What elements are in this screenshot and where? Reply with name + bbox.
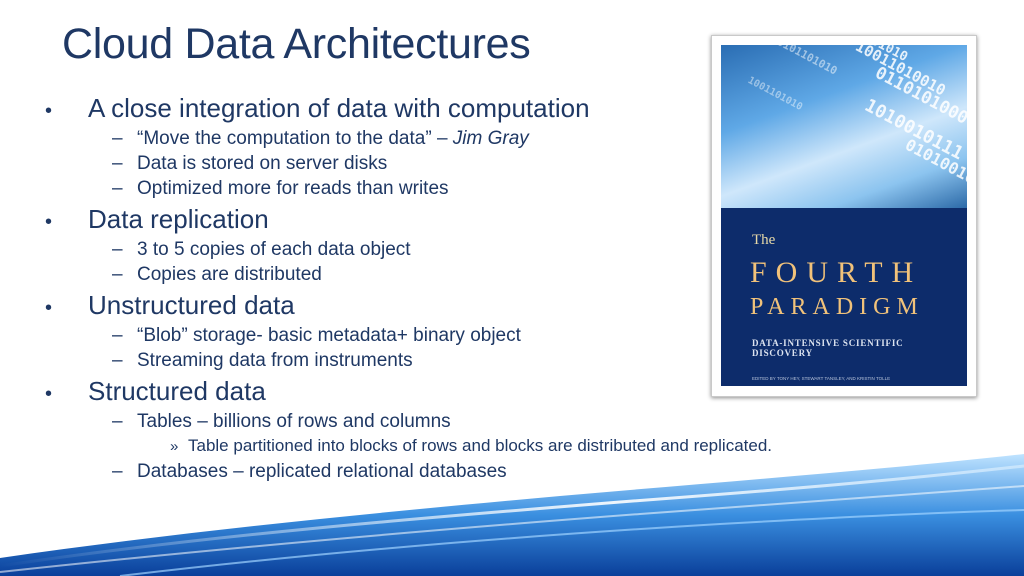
sub-bullet-text: Tables – billions of rows and columns	[137, 411, 451, 432]
sub-bullet-text: Copies are distributed	[137, 264, 322, 285]
binary-text: 1001101010	[745, 75, 805, 113]
bullet-text: Unstructured data	[88, 290, 295, 320]
bullet-text: Structured data	[88, 376, 266, 406]
sub-bullet-text: “Blob” storage- basic metadata+ binary o…	[137, 325, 521, 346]
sub-bullet-text: “Move the computation to the data” – Jim…	[137, 126, 529, 151]
sub-bullet-item: – Streaming data from instruments	[40, 348, 900, 373]
sub-bullet-marker: –	[112, 128, 123, 149]
sub-bullet-text: Databases – replicated relational databa…	[137, 461, 507, 482]
bullet-list: • A close integration of data with compu…	[40, 90, 900, 484]
binary-code-artwork: 0101101010 10011010010 0110101000 101001…	[721, 45, 967, 208]
sub-bullet-text: 3 to 5 copies of each data object	[137, 239, 411, 260]
bullet-marker: •	[45, 383, 53, 405]
cover-editors: EDITED BY TONY HEY, STEWART TANSLEY, AND…	[752, 376, 891, 381]
quote-author: Jim Gray	[452, 128, 529, 149]
bullet-item: • Structured data	[40, 376, 900, 409]
cover-fourth: FOURTH	[750, 256, 923, 289]
sub-bullet-marker: –	[112, 325, 123, 346]
sub-sub-bullet-marker: »	[170, 438, 179, 455]
sub-bullet-marker: –	[112, 178, 123, 199]
bullet-item: • Unstructured data	[40, 290, 900, 323]
sub-bullet-item: – Data is stored on server disks	[40, 151, 900, 176]
bullet-marker: •	[45, 100, 53, 122]
sub-bullet-item: – Copies are distributed	[40, 262, 900, 287]
cover-title-panel: The FOURTH PARADIGM DATA-INTENSIVE SCIEN…	[721, 208, 967, 386]
sub-bullet-item: – “Move the computation to the data” – J…	[40, 126, 900, 151]
sub-bullet-item: – Tables – billions of rows and columns	[40, 409, 900, 434]
sub-bullet-text: Optimized more for reads than writes	[137, 178, 449, 199]
decorative-wave	[0, 454, 1024, 576]
book-cover-image: 0101101010 10011010010 0110101000 101001…	[711, 35, 977, 397]
quote-text: “Move the computation to the data” –	[137, 128, 453, 149]
bullet-text: Data replication	[88, 204, 269, 234]
bullet-marker: •	[45, 297, 53, 319]
binary-text: 0101101010	[774, 45, 840, 78]
sub-sub-bullet-text: Table partitioned into blocks of rows an…	[188, 436, 773, 455]
sub-bullet-marker: –	[112, 461, 123, 482]
sub-bullet-item: – 3 to 5 copies of each data object	[40, 237, 900, 262]
sub-bullet-marker: –	[112, 350, 123, 371]
cover-subtitle: DATA-INTENSIVE SCIENTIFIC DISCOVERY	[752, 338, 904, 358]
sub-bullet-text: Data is stored on server disks	[137, 153, 388, 174]
bullet-marker: •	[45, 211, 53, 233]
bullet-text: A close integration of data with computa…	[88, 93, 590, 123]
sub-bullet-marker: –	[112, 153, 123, 174]
bullet-item: • Data replication	[40, 204, 900, 237]
sub-sub-bullet-item: » Table partitioned into blocks of rows …	[40, 434, 900, 459]
sub-bullet-marker: –	[112, 411, 123, 432]
bullet-item: • A close integration of data with compu…	[40, 93, 900, 126]
sub-bullet-item: – Databases – replicated relational data…	[40, 459, 900, 484]
sub-bullet-item: – “Blob” storage- basic metadata+ binary…	[40, 323, 900, 348]
cover-paradigm: PARADIGM	[750, 294, 924, 320]
sub-bullet-marker: –	[112, 264, 123, 285]
sub-bullet-text: Streaming data from instruments	[137, 350, 413, 371]
slide-title: Cloud Data Architectures	[62, 20, 531, 68]
sub-bullet-marker: –	[112, 239, 123, 260]
cover-the: The	[752, 232, 776, 248]
sub-bullet-item: – Optimized more for reads than writes	[40, 176, 900, 201]
